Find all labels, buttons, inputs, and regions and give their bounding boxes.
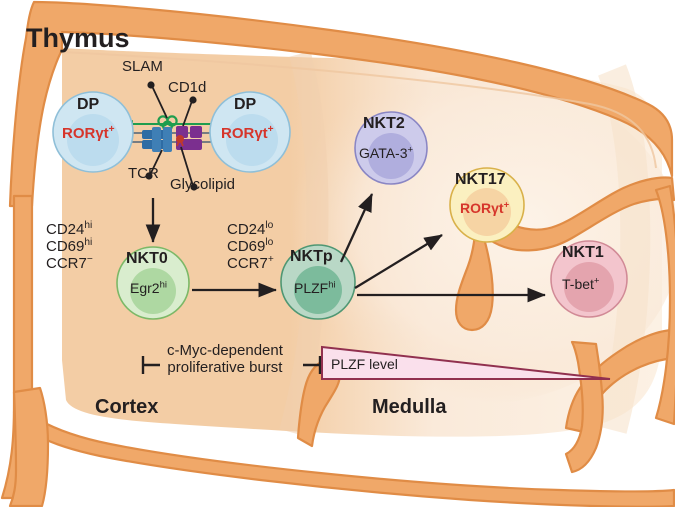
cell-nkt0 (116, 246, 190, 320)
annotation-cmyc-line1: c-Myc-dependent (167, 342, 283, 359)
cell-dp-left (52, 91, 134, 173)
annotation-plzf-level: PLZF level (331, 356, 398, 372)
cell-nktp (280, 244, 356, 320)
cell-marker-dp-left: RORγt+ (62, 124, 115, 142)
annotation-cmyc: c-Myc-dependent proliferative burst (167, 342, 283, 377)
cell-label-nkt2: NKT2 (363, 115, 405, 132)
markers-left-block: CD24hi CD69hi CCR7− (46, 220, 93, 272)
label-glycolipid: Glycolipid (170, 176, 236, 193)
cell-marker-nkt2: GATA-3+ (359, 144, 414, 161)
marker-cd69-hi: CD69hi (46, 236, 93, 255)
cell-marker-nktp: PLZFhi (294, 279, 336, 296)
marker-ccr7-pos: CCR7+ (227, 253, 274, 272)
region-label-medulla: Medulla (372, 396, 447, 418)
marker-ccr7-neg: CCR7− (46, 253, 93, 272)
annotation-cmyc-line2: proliferative burst (167, 358, 283, 376)
plzf-level-gradient-triangle (321, 345, 611, 380)
label-tcr: TCR (128, 165, 159, 182)
cell-label-dp-right: DP (234, 96, 257, 113)
label-cd1d: CD1d (168, 79, 207, 96)
marker-cd24-hi: CD24hi (46, 220, 93, 238)
arrow-nktp-to-nkt17 (354, 234, 443, 289)
marker-cd69-lo: CD69lo (227, 236, 274, 255)
differentiation-arrows (145, 193, 546, 303)
cell-label-nkt0: NKT0 (126, 250, 168, 267)
cell-label-nkt1: NKT1 (562, 244, 604, 261)
cell-label-nkt17: NKT17 (455, 171, 506, 188)
cell-label-dp-left: DP (77, 96, 100, 113)
cell-nkt2 (354, 111, 428, 185)
cell-label-nktp: NKTp (290, 248, 333, 265)
arrow-nktp-to-nkt2 (339, 193, 374, 263)
cell-marker-dp-right: RORγt+ (221, 124, 274, 142)
markers-right-block: CD24lo CD69lo CCR7+ (227, 220, 274, 272)
marker-cd24-lo: CD24lo (227, 220, 274, 238)
capsule-inner-rim (61, 51, 657, 169)
cell-nkt1 (550, 240, 628, 318)
inhibition-marks (141, 356, 322, 374)
cell-dp-right (209, 91, 291, 173)
region-label-cortex: Cortex (95, 396, 159, 418)
cell-marker-nkt17: RORγt+ (460, 199, 510, 216)
cell-marker-nkt1: T-bet+ (562, 275, 600, 292)
cell-nkt17 (449, 167, 525, 243)
immunological-synapse (126, 81, 224, 191)
cell-marker-nkt0: Egr2hi (130, 279, 167, 296)
page-title: Thymus (26, 23, 130, 53)
label-slam: SLAM (122, 58, 163, 75)
